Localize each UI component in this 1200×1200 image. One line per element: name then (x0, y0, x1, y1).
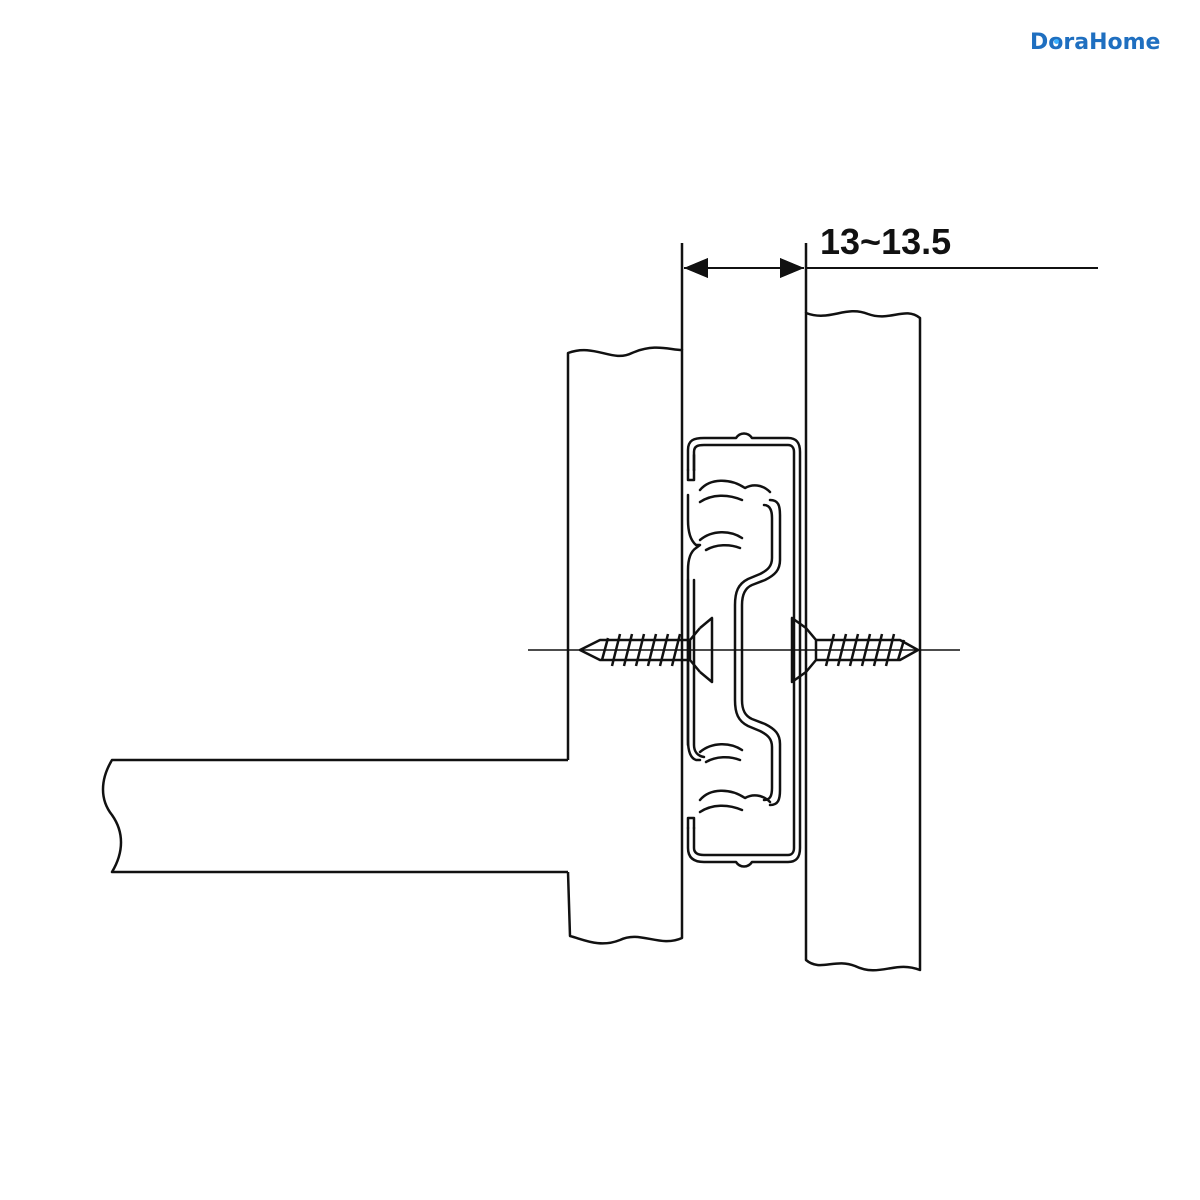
logo-letter-o: o (1048, 30, 1064, 55)
left-screw (578, 616, 714, 684)
drawer-side-panel (566, 346, 684, 945)
drawer-bottom-panel (101, 758, 568, 874)
right-screw (790, 616, 920, 684)
logo-rest: raHome (1063, 30, 1161, 55)
cabinet-side-panel (804, 310, 922, 972)
logo-letter-d: D (1030, 30, 1049, 55)
dimension-label: 13~13.5 (820, 221, 951, 262)
dorahome-logo: DoraHome (1030, 30, 1160, 55)
